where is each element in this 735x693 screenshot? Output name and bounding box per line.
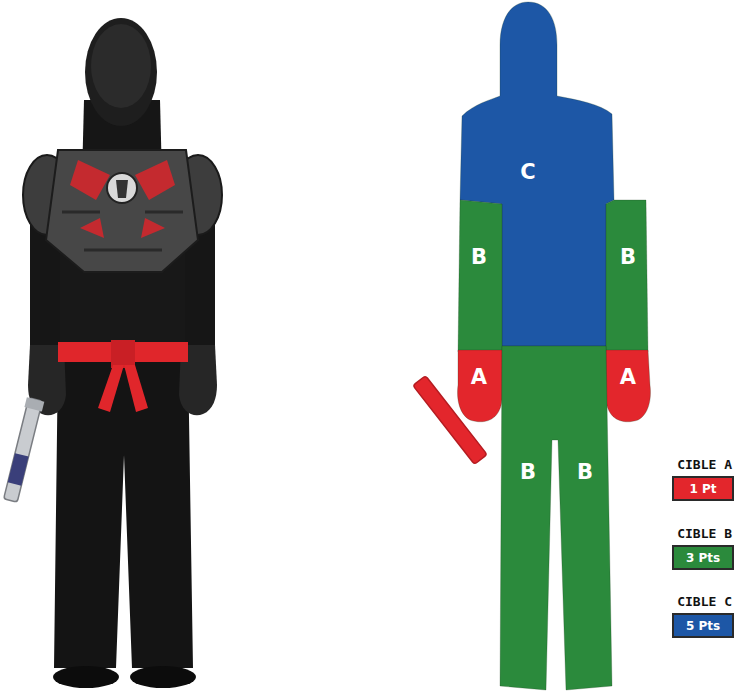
zone-outline — [604, 198, 652, 354]
pants — [54, 355, 193, 668]
target-zone: A — [604, 348, 654, 428]
zone-letter: A — [471, 367, 487, 388]
zone-shape — [458, 350, 503, 422]
chest-accent — [141, 218, 165, 238]
point-value: 3 Pts — [686, 552, 720, 564]
zone-outline — [456, 198, 504, 354]
mask — [85, 18, 157, 126]
zone-shape — [606, 200, 648, 352]
target-zone: B — [456, 198, 504, 354]
zone-shape — [458, 200, 502, 352]
hilt-grip — [8, 453, 29, 485]
zone-letter: C — [520, 162, 535, 183]
zone-letter: B — [471, 247, 487, 268]
zone-letter: B — [577, 462, 593, 483]
target-zone: A — [454, 348, 504, 428]
legend-text: CIBLE A — [622, 458, 732, 471]
saber-hilt — [2, 397, 45, 502]
zone-letter: B — [520, 462, 536, 483]
target-zone: B — [604, 198, 652, 354]
chest-accent — [135, 160, 175, 200]
belt-tail — [124, 365, 148, 412]
hilt-body — [4, 398, 43, 502]
chest-plate — [46, 150, 198, 272]
point-value: 5 Pts — [686, 620, 720, 632]
emblem-figure — [116, 180, 128, 198]
left-shoe — [53, 666, 119, 688]
chest-accent — [80, 218, 104, 238]
zone-shape — [606, 350, 651, 422]
belt-tail — [98, 365, 124, 412]
zone-letter: B — [620, 247, 636, 268]
point-value: 1 Pt — [689, 483, 716, 495]
belt-knot — [111, 340, 135, 368]
armored-fighter — [2, 18, 222, 688]
chest-emblem — [107, 173, 137, 203]
plate-ridge — [62, 212, 183, 250]
right-shoe — [130, 666, 196, 688]
target-zone: BB — [496, 344, 616, 692]
zone-outline — [604, 348, 654, 428]
zone-letter: A — [620, 367, 636, 388]
chest-accent — [70, 160, 110, 200]
legend-text: CIBLE B — [622, 527, 732, 540]
hilt-emitter — [24, 397, 44, 411]
legend-text: CIBLE C — [622, 595, 732, 608]
zone-outline — [454, 348, 504, 428]
mask-mesh — [91, 24, 151, 108]
zone-outline — [496, 344, 616, 692]
zone-shape — [500, 346, 612, 690]
